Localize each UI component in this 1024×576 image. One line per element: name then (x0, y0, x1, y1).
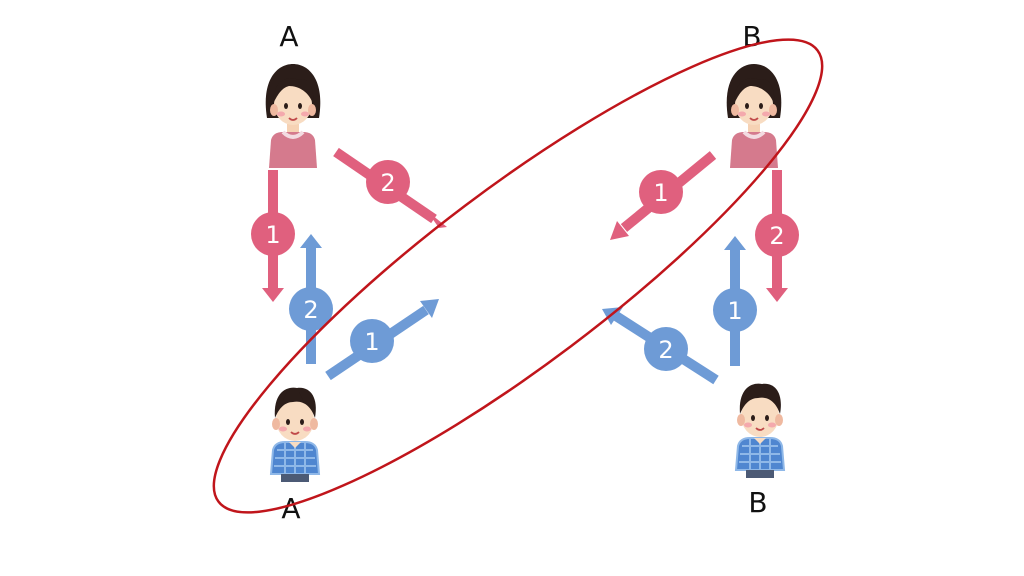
arrow-pink-top-right-diagonal: 1 (610, 151, 717, 240)
arrow-number: 2 (303, 296, 318, 324)
arrow-blue-bottom-left-diagonal: 1 (325, 299, 439, 381)
arrow-number: 2 (380, 169, 395, 197)
boy-icon (735, 382, 785, 479)
arrow-pink-top-left-down: 1 (251, 170, 295, 302)
arrow-number: 1 (364, 328, 379, 356)
arrow-blue-bottom-right-diagonal: 2 (602, 307, 719, 385)
arrow-number: 1 (265, 221, 280, 249)
arrow-number: 1 (727, 297, 742, 325)
arrow-number: 2 (769, 222, 784, 250)
arrow-number: 2 (658, 336, 673, 364)
label-bottom-right: B (748, 486, 767, 519)
highlight-ellipse (212, 38, 824, 514)
arrow-pink-top-left-diagonal: 2 (333, 147, 447, 228)
arrow-pink-top-right-down: 2 (755, 170, 799, 302)
girl-icon (724, 62, 784, 170)
arrow-blue-bottom-right-up: 1 (713, 236, 757, 366)
arrow-number: 1 (653, 179, 668, 207)
arrow-blue-bottom-left-up: 2 (289, 234, 333, 364)
label-bottom-left: A (281, 492, 300, 525)
label-top-left: A (279, 20, 298, 53)
boy-icon (270, 386, 320, 483)
girl-icon (263, 62, 323, 170)
